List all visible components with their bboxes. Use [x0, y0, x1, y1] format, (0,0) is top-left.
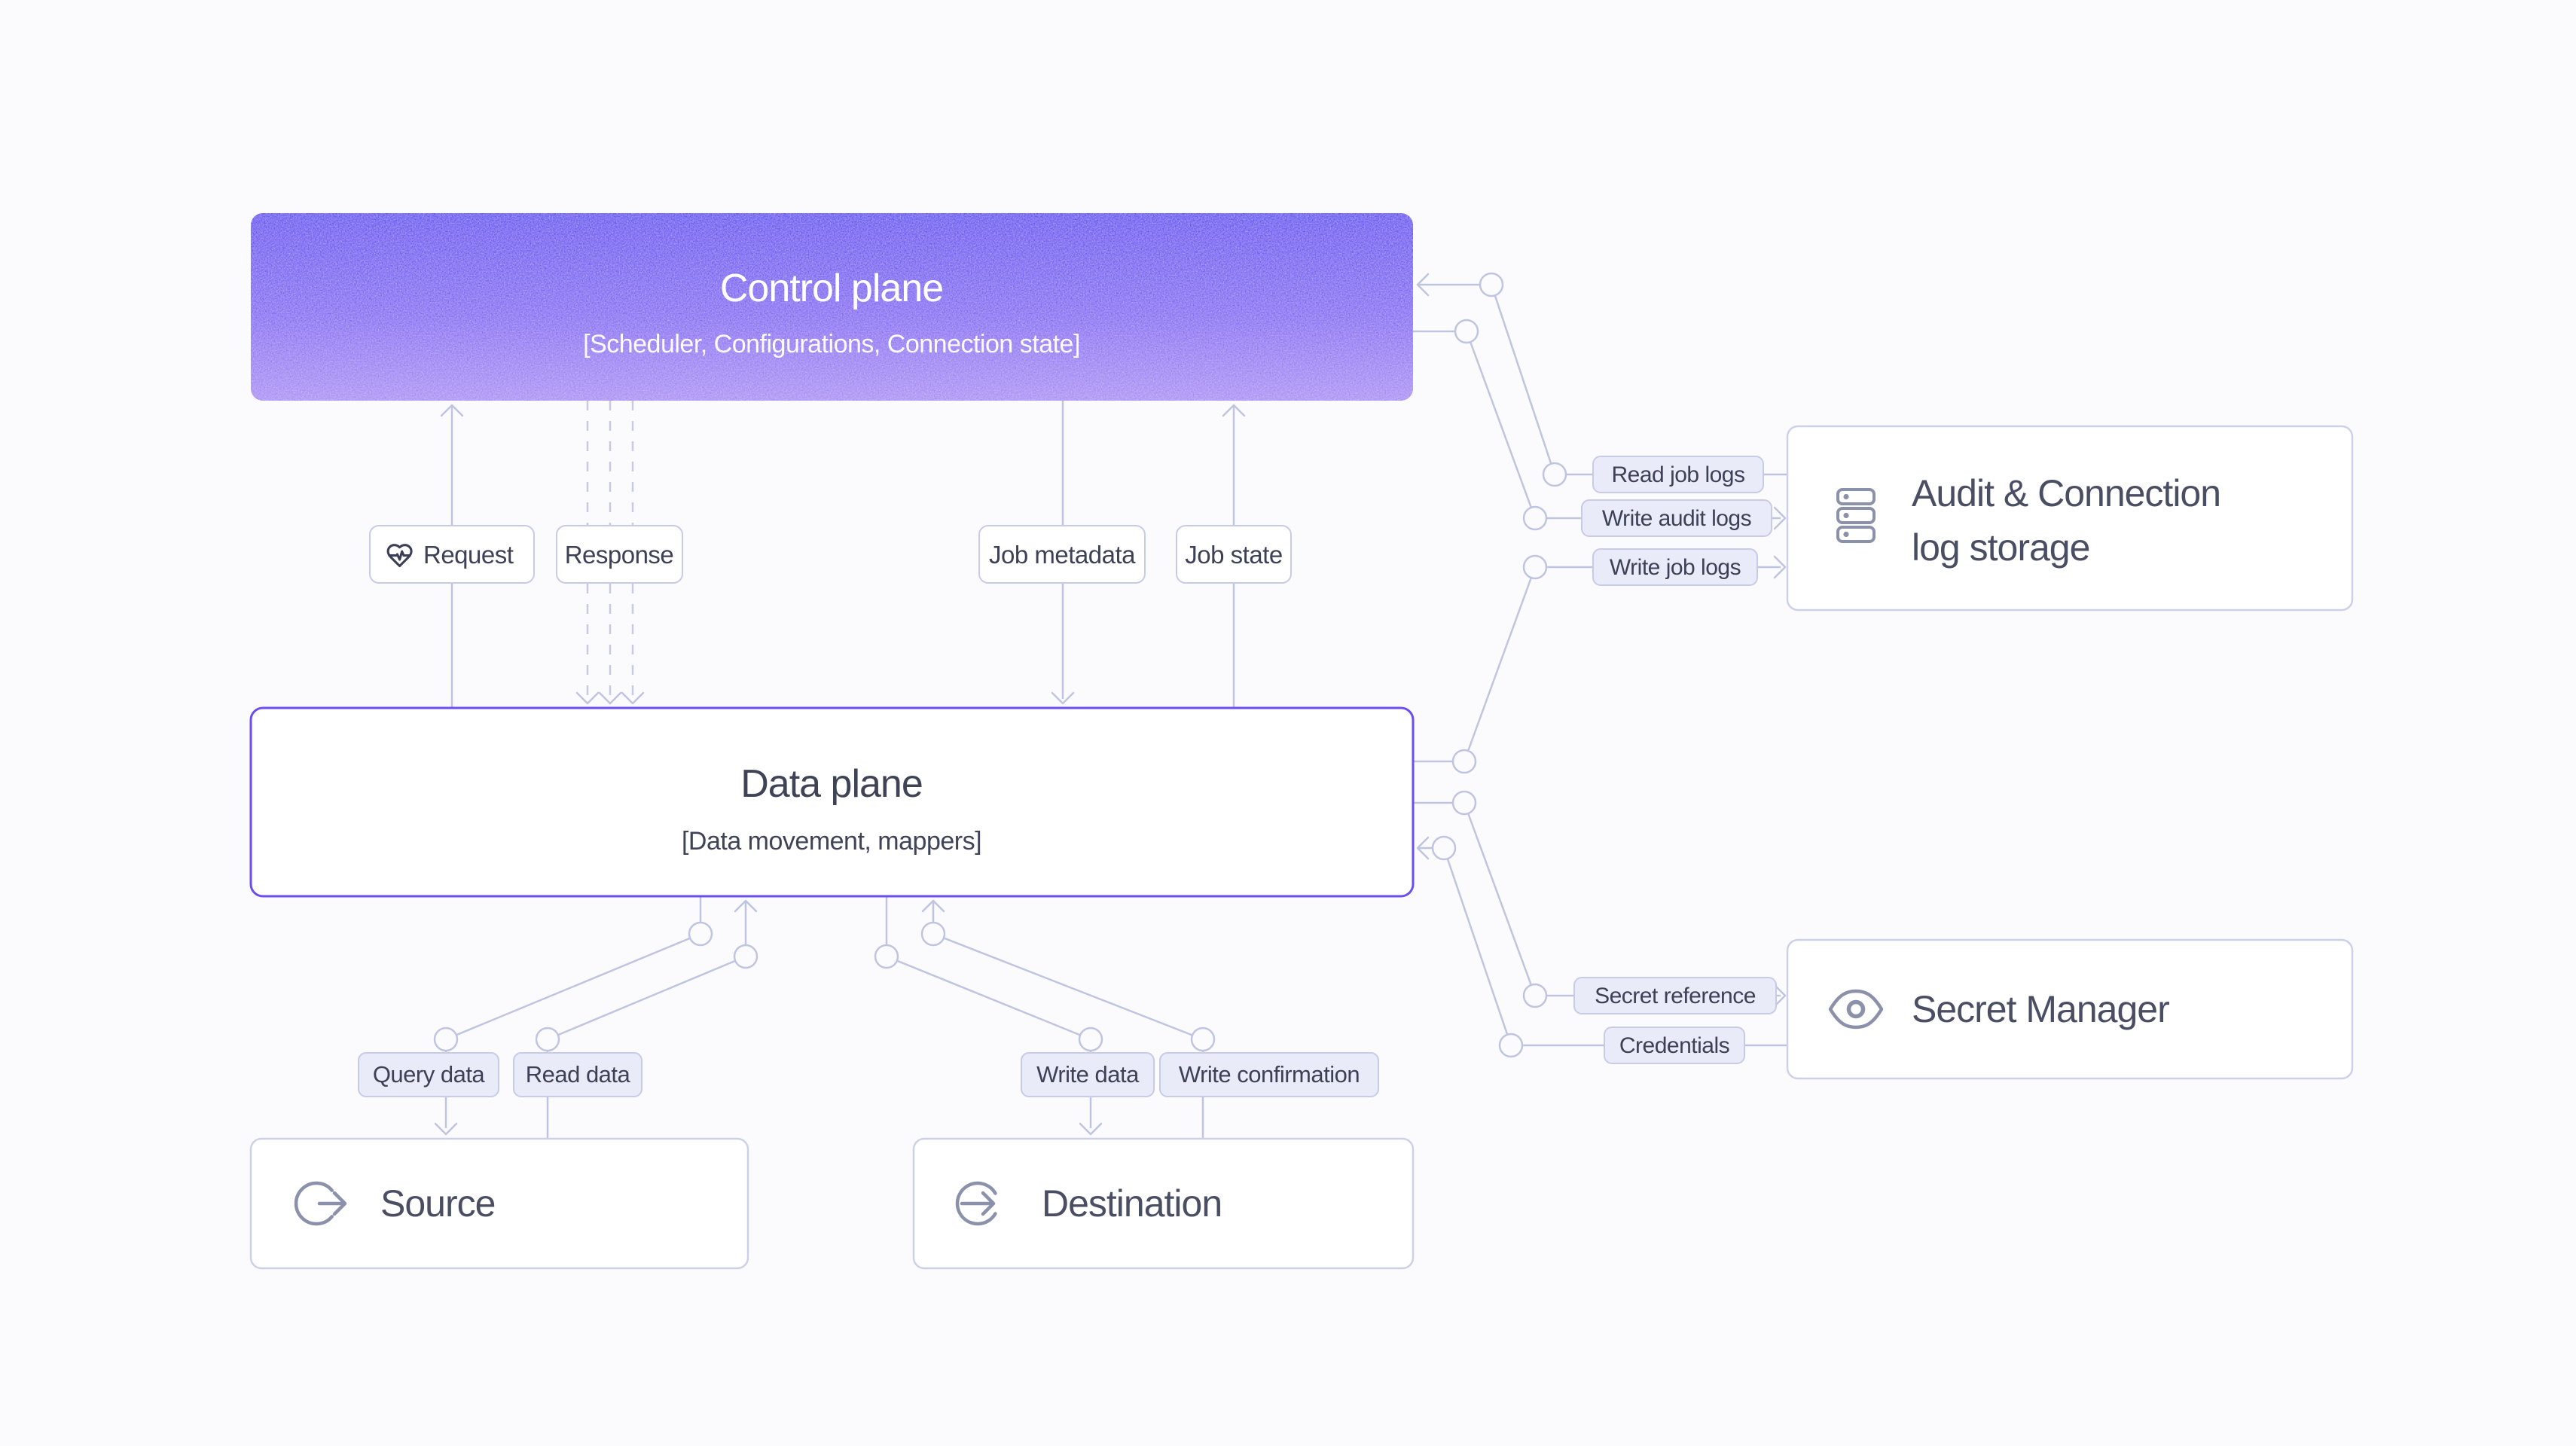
- write-data-connector: [874, 896, 1103, 1136]
- audit-log-storage-box: Audit & Connection log storage: [1786, 425, 2354, 612]
- svg-text:Read job logs: Read job logs: [1612, 462, 1745, 487]
- svg-text:Write confirmation: Write confirmation: [1179, 1061, 1360, 1088]
- secret-reference-label: Secret reference: [1573, 977, 1777, 1014]
- secret-reference-connector: [1413, 790, 1787, 1008]
- write-data-label: Write data: [1021, 1052, 1155, 1097]
- write-confirmation-label: Write confirmation: [1159, 1052, 1379, 1097]
- connector-node: [1431, 835, 1457, 861]
- log-out-circle-icon: [294, 1181, 347, 1226]
- connector-node: [733, 944, 758, 969]
- write-job-logs-label: Write job logs: [1592, 548, 1758, 586]
- svg-text:Response: Response: [565, 541, 674, 569]
- data-plane-subtitle: [Data movement, mappers]: [682, 827, 981, 856]
- heart-pulse-icon: [386, 544, 413, 568]
- connector-node: [688, 921, 713, 947]
- connector-node: [1522, 554, 1548, 580]
- destination-title: Destination: [1042, 1182, 1222, 1225]
- job-metadata-label: Job metadata: [978, 525, 1146, 584]
- svg-text:Credentials: Credentials: [1619, 1033, 1729, 1058]
- write-audit-logs-label: Write audit logs: [1581, 499, 1772, 537]
- query-data-connector: [433, 896, 713, 1136]
- write-confirmation-connector: [920, 899, 1216, 1139]
- audit-title-line2: log storage: [1912, 526, 2089, 569]
- connector-node: [1522, 505, 1548, 531]
- source-box: Source: [249, 1137, 749, 1270]
- svg-text:Read data: Read data: [526, 1061, 631, 1088]
- response-label: Response: [556, 525, 683, 584]
- credentials-connector: [1416, 835, 1787, 1058]
- connector-node: [1479, 272, 1504, 297]
- svg-text:Secret reference: Secret reference: [1595, 984, 1756, 1008]
- control-plane-title: Control plane: [720, 267, 943, 310]
- svg-text:Write data: Write data: [1036, 1061, 1140, 1088]
- request-label: Request: [369, 525, 535, 584]
- connector-node: [535, 1027, 560, 1052]
- secret-manager-box: Secret Manager: [1786, 938, 2354, 1080]
- arrow-into-circle-icon: [955, 1181, 997, 1226]
- read-data-connector: [535, 899, 758, 1139]
- credentials-label: Credentials: [1604, 1027, 1745, 1064]
- connector-node: [874, 944, 899, 969]
- connector-node: [1542, 462, 1567, 487]
- connector-node: [1498, 1033, 1524, 1058]
- destination-box: Destination: [912, 1137, 1415, 1270]
- job-state-label: Job state: [1176, 525, 1292, 584]
- connector-node: [1451, 790, 1477, 816]
- svg-text:Request: Request: [423, 541, 514, 569]
- control-plane-box: Control plane [Scheduler, Configurations…: [251, 213, 1413, 401]
- svg-text:Write audit logs: Write audit logs: [1602, 506, 1751, 531]
- svg-text:Job state: Job state: [1185, 541, 1282, 569]
- connector-node: [920, 921, 946, 947]
- svg-text:Write job logs: Write job logs: [1610, 555, 1741, 580]
- read-job-logs-connector: [1416, 272, 1787, 487]
- secret-manager-title: Secret Manager: [1912, 988, 2169, 1030]
- data-plane-title: Data plane: [740, 762, 923, 806]
- control-plane-subtitle: [Scheduler, Configurations, Connection s…: [583, 330, 1080, 358]
- write-audit-logs-connector: [1413, 319, 1787, 531]
- connector-node: [1190, 1027, 1216, 1052]
- connector-node: [1078, 1027, 1103, 1052]
- data-plane-box: Data plane [Data movement, mappers]: [249, 706, 1415, 898]
- read-data-label: Read data: [513, 1052, 642, 1097]
- query-data-label: Query data: [358, 1052, 499, 1097]
- source-title: Source: [380, 1182, 495, 1225]
- connector-node: [1522, 983, 1548, 1008]
- svg-text:Job metadata: Job metadata: [989, 541, 1136, 569]
- svg-text:Query data: Query data: [373, 1061, 486, 1088]
- eye-icon: [1828, 989, 1884, 1030]
- connector-node: [1454, 319, 1479, 344]
- connector-node: [1451, 749, 1477, 774]
- read-job-logs-label: Read job logs: [1592, 456, 1764, 493]
- write-job-logs-connector: [1413, 554, 1787, 774]
- database-stack-icon: [1836, 488, 1876, 543]
- audit-title-line1: Audit & Connection: [1912, 472, 2220, 514]
- connector-node: [433, 1027, 459, 1052]
